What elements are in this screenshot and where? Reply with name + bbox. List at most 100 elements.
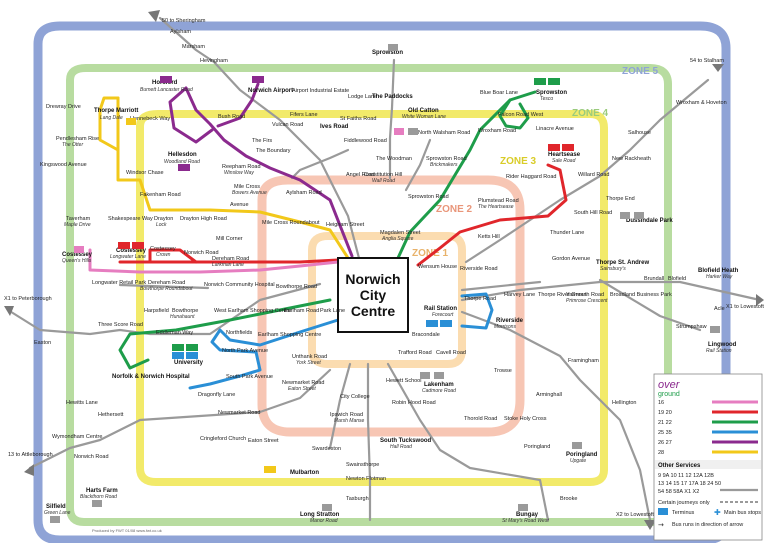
place-hellington: Hellington	[612, 400, 636, 406]
city-centre-box	[337, 257, 409, 333]
place-dereham-road: Dereham Road	[212, 256, 249, 262]
place-eaton-street: Eaton Street	[248, 438, 279, 444]
place-yarmouth-road-sub: Primrose Crescent	[566, 298, 608, 304]
legend-other-line3: 54 58 58A X1 X2	[658, 489, 699, 495]
place-wymondham: Wymondham Centre	[52, 434, 102, 440]
place-south-tuckswood-sub: Hall Road	[390, 444, 412, 450]
place-newton: Newton Flotman	[346, 476, 386, 482]
legend: over ground 16 19 20 21 22 25 35 26 27 2…	[653, 373, 763, 541]
legend-arrow-icon: →	[658, 521, 664, 529]
place-vulcan: Vulcan Road	[272, 122, 303, 128]
place-falcon: Falcon Road West	[498, 112, 544, 118]
place-hewittl: Hewitts Lane	[66, 400, 98, 406]
place-dereham-rd2-sub: Bowthorpe Roundabout	[140, 286, 193, 292]
zone-4-label: ZONE 4	[572, 108, 609, 119]
place-horsford-sub: Burnett Lancaster Road	[140, 87, 193, 93]
place-thorpe-marriott-sub: Lang Dale	[100, 115, 123, 121]
place-drayton-sub: Lock	[156, 222, 167, 228]
place-marsham: Marsham	[182, 44, 205, 50]
place-earlham-rd: Earlham Road	[284, 308, 319, 314]
place-silfield: Silfield	[46, 504, 66, 510]
route-26-27-line	[184, 86, 354, 258]
place-yarmouth-road: Yarmouth Road	[566, 292, 604, 298]
place-woodman: The Woodman	[376, 156, 412, 162]
legend-certain: Certain journeys only	[658, 500, 710, 506]
place-salhouse: Salhouse	[628, 130, 651, 136]
place-dereham-rd2: Dereham Road	[148, 280, 185, 286]
place-magdalen-sub: Anglia Square	[381, 236, 414, 242]
direction-arrows: 50 to Sheringham 54 to Stalham X1 to Pet…	[4, 10, 764, 530]
place-brooke: Brooke	[560, 496, 577, 502]
place-norwich-road: Norwich Road	[184, 250, 219, 256]
place-lodge-lane: Lodge Lane	[348, 94, 377, 100]
place-aylsham-road: Aylsham Road	[286, 190, 322, 196]
place-newmarket: Newmarket Road	[282, 380, 325, 386]
place-sprowston-road: Sprowston Road	[426, 156, 467, 162]
route-19-20-line	[416, 163, 568, 267]
place-swainsthorpe: Swainsthorpe	[346, 462, 379, 468]
legend-other-line1: 9 9A 10 11 12 12A 12B	[658, 473, 714, 479]
legend-route-16-label: 16	[658, 400, 664, 406]
place-thorpe-end: Thorpe End	[606, 196, 635, 202]
place-sprowston-tesco: Sprowston	[536, 90, 567, 96]
place-norwich-road2: Norwich Road	[74, 454, 109, 460]
place-eddleman: Eddleman Way	[156, 330, 193, 336]
place-newmarket-sub: Eaton Street	[288, 386, 316, 392]
place-aylsham: Aylsham	[170, 29, 191, 35]
place-ipswich-rd-sub: Marsh Manse	[334, 418, 365, 424]
route-25-35-line	[188, 318, 340, 390]
place-hargate: Harpsfield	[144, 308, 169, 314]
place-riverside-sub: Morrisons	[494, 324, 516, 330]
place-heartsease: Heartsease	[548, 152, 581, 158]
place-strumpshaw: Strumpshaw	[676, 324, 707, 330]
place-silfield-sub: Green Lane	[44, 510, 71, 516]
zone-labels: ZONE 5 ZONE 4 ZONE 3 ZONE 2 ZONE 1	[412, 66, 659, 259]
legend-other-line2: 13 14 15 17 17A 18 24 50	[658, 481, 721, 487]
place-harts-farm: Harts Farm	[86, 488, 118, 494]
place-mile-cross-rb: Mile Cross Roundabout	[262, 220, 320, 226]
place-north-park: North Park Avenue	[222, 348, 268, 354]
place-taverham-sub: Maple Drive	[64, 222, 91, 228]
place-newmarket2: Newmarket Road	[218, 410, 261, 416]
place-norwich-comm: Norwich Community Hospital	[204, 282, 275, 288]
place-linacre: Linacre Avenue	[536, 126, 574, 132]
place-city-college: City College	[340, 394, 370, 400]
legend-brand-ground: ground	[658, 391, 680, 398]
place-rail-station: Rail Station	[424, 306, 457, 312]
place-drayton: Drayton	[154, 216, 173, 222]
place-stoke-holy: Stoke Holy Cross	[504, 416, 547, 422]
legend-other-title: Other Services	[658, 463, 701, 469]
legend-bus-stop: Main bus stops	[724, 510, 761, 516]
place-university: University	[174, 360, 204, 366]
place-dussindale: Dussindale Park	[626, 218, 673, 224]
place-robin-hood: Robin Hood Road	[392, 400, 436, 406]
place-heartsease-sub: Sale Road	[552, 158, 576, 164]
place-wensum: Wensum House	[418, 264, 457, 270]
place-norwich-airport: Norwich Airport	[248, 88, 293, 94]
place-blue-boar: Blue Boar Lane	[480, 90, 518, 96]
place-thorold: Thorold Road	[464, 416, 497, 422]
place-sprowston-road-sub: Brickmakers	[430, 162, 458, 168]
place-costessey3-sub: Crown	[156, 252, 171, 258]
place-trafford: Trafford Road	[398, 350, 432, 356]
place-constitution-sub: Wall Road	[372, 178, 395, 184]
place-magdalen: Magdalen Street	[380, 230, 421, 236]
place-fifers: Fifers Lane	[290, 112, 318, 118]
place-drewray: Drewray Drive	[46, 104, 81, 110]
place-airport-ind: Airport Industrial Estate	[292, 88, 349, 94]
place-costessey2: Costessey	[62, 252, 93, 258]
place-costessey2-sub: Queen's Hills	[62, 258, 92, 264]
place-old-catton: Old Catton	[408, 108, 439, 114]
place-new-rackheath: New Rackheath	[612, 156, 651, 162]
place-unthank-sub: York Street	[296, 360, 321, 366]
place-ipswich-rd: Ipswich Road	[330, 412, 363, 418]
place-kett-hill: Ketts Hill	[478, 234, 500, 240]
place-sprowston-tesco-sub: Tesco	[540, 96, 553, 102]
place-hellesdon-sub: Woodland Road	[164, 159, 200, 165]
place-lingwood-sub: Rail Station	[706, 348, 732, 354]
legend-terminus-swatch	[658, 508, 668, 515]
place-long-stratton: Long Stratton	[300, 512, 340, 518]
place-plumstead: Plumstead Road	[478, 198, 519, 204]
place-paddocks: The Paddocks	[372, 94, 413, 100]
